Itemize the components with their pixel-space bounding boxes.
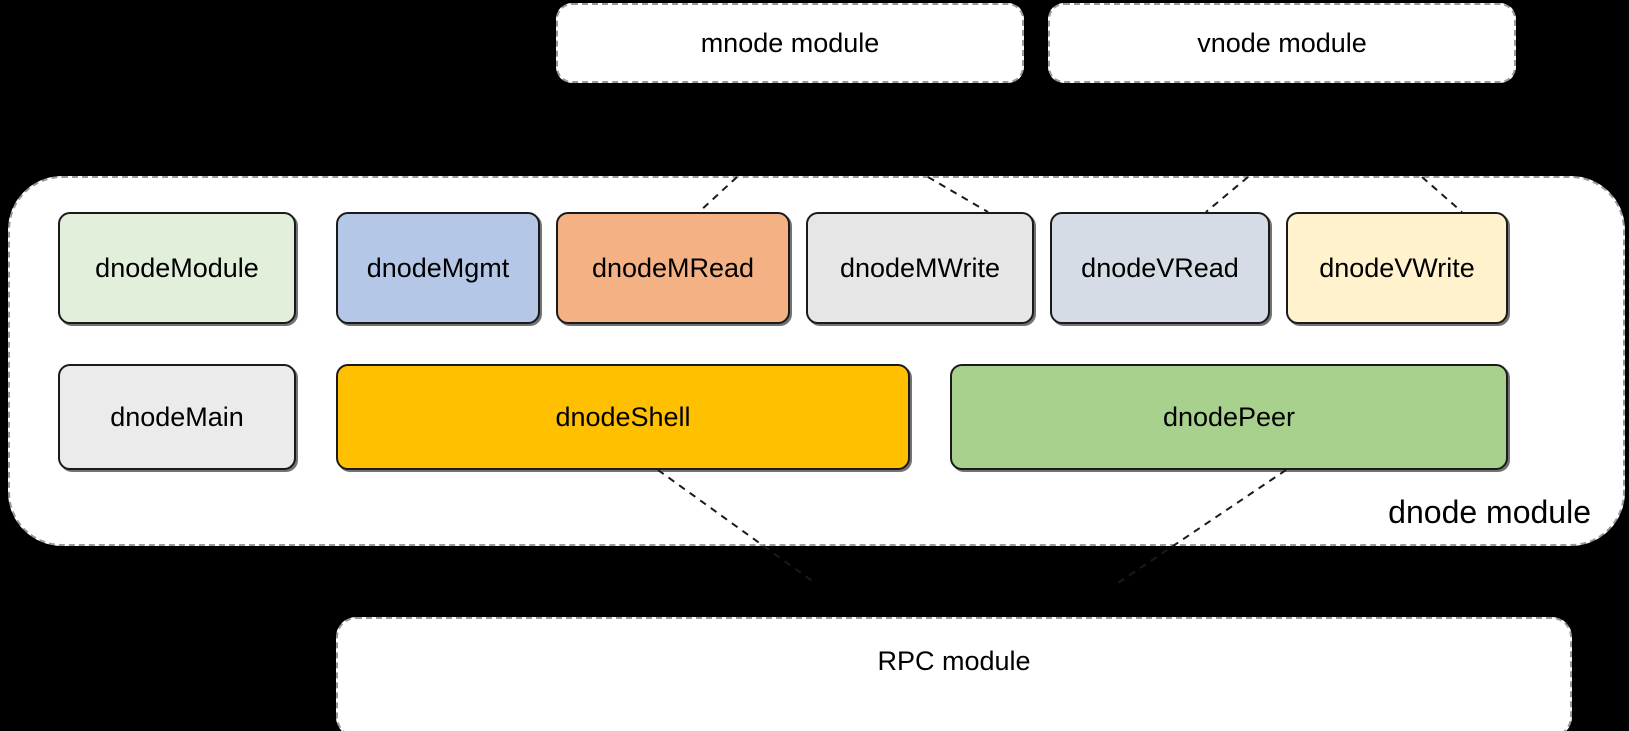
card-label: dnodeMRead xyxy=(591,252,755,283)
rpc-module-label: RPC module xyxy=(877,646,1031,676)
card-dnode-shell[interactable]: dnodeShell xyxy=(336,364,910,470)
card-label: dnodeModule xyxy=(95,252,259,283)
card-dnode-module[interactable]: dnodeModule xyxy=(58,212,296,324)
vnode-module-label: vnode module xyxy=(1197,27,1367,58)
card-dnode-mwrite[interactable]: dnodeMWrite xyxy=(806,212,1034,324)
card-label: dnodeMWrite xyxy=(839,252,1001,283)
card-dnode-mread[interactable]: dnodeMRead xyxy=(556,212,790,324)
card-label: dnodeVRead xyxy=(1081,252,1239,283)
dnode-module-label: dnode module xyxy=(1388,494,1591,530)
card-label: dnodeMgmt xyxy=(366,252,510,283)
mnode-module-panel[interactable]: mnode module xyxy=(556,3,1024,83)
card-dnode-main[interactable]: dnodeMain xyxy=(58,364,296,470)
vnode-module-panel[interactable]: vnode module xyxy=(1048,3,1516,83)
mnode-module-label: mnode module xyxy=(700,27,880,58)
card-dnode-mgmt[interactable]: dnodeMgmt xyxy=(336,212,540,324)
card-label: dnodeShell xyxy=(555,401,691,432)
card-dnode-vread[interactable]: dnodeVRead xyxy=(1050,212,1270,324)
card-label: dnodePeer xyxy=(1162,401,1296,432)
rpc-module-panel[interactable]: RPC module xyxy=(336,617,1572,731)
card-dnode-peer[interactable]: dnodePeer xyxy=(950,364,1508,470)
card-label: dnodeVWrite xyxy=(1319,252,1475,283)
card-dnode-vwrite[interactable]: dnodeVWrite xyxy=(1286,212,1508,324)
card-label: dnodeMain xyxy=(110,401,244,432)
